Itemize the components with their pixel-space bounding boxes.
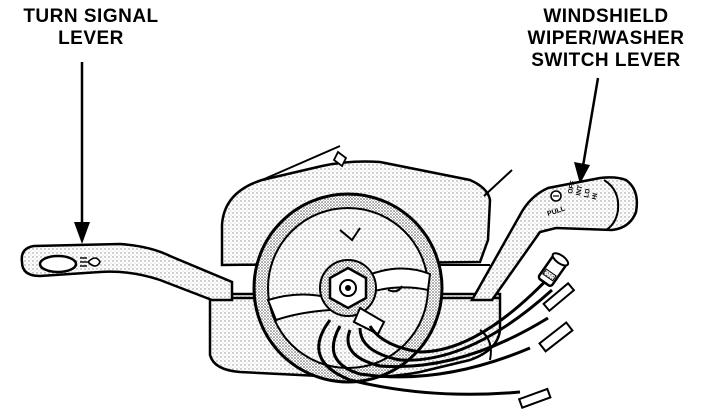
washer-symbol-icon: [550, 190, 562, 202]
turn-signal-lever-label: TURN SIGNAL LEVER: [6, 6, 176, 50]
wiper-leader-arrow: [574, 77, 600, 184]
wiper-switch-lever-label: WINDSHIELD WIPER/WASHER SWITCH LEVER: [512, 6, 700, 72]
wiper-washer-switch-lever[interactable]: PULL OFF INT LO HI: [469, 176, 639, 302]
turn-signal-lever[interactable]: [20, 242, 234, 302]
position-marking-off: OFF: [567, 180, 577, 194]
turn-signal-leader-arrow: [74, 62, 90, 244]
wiper-label-line3: SWITCH LEVER: [531, 50, 681, 71]
wiring-harness: [317, 268, 558, 396]
connector-terminals: [517, 252, 576, 409]
position-marking-hi: HI: [591, 192, 599, 200]
position-marking-lo: LO: [583, 188, 592, 198]
wiper-label-line2: WIPER/WASHER: [527, 28, 685, 49]
wiper-label-line1: WINDSHIELD: [543, 6, 669, 27]
column-hub-disc: [252, 192, 444, 384]
turn-signal-label-line2: LEVER: [58, 28, 124, 49]
turn-signal-label-line1: TURN SIGNAL: [23, 6, 159, 27]
headlamp-symbol-icon: [80, 257, 101, 267]
position-marking-int: INT: [575, 185, 584, 197]
center-hex-nut: [328, 266, 368, 310]
